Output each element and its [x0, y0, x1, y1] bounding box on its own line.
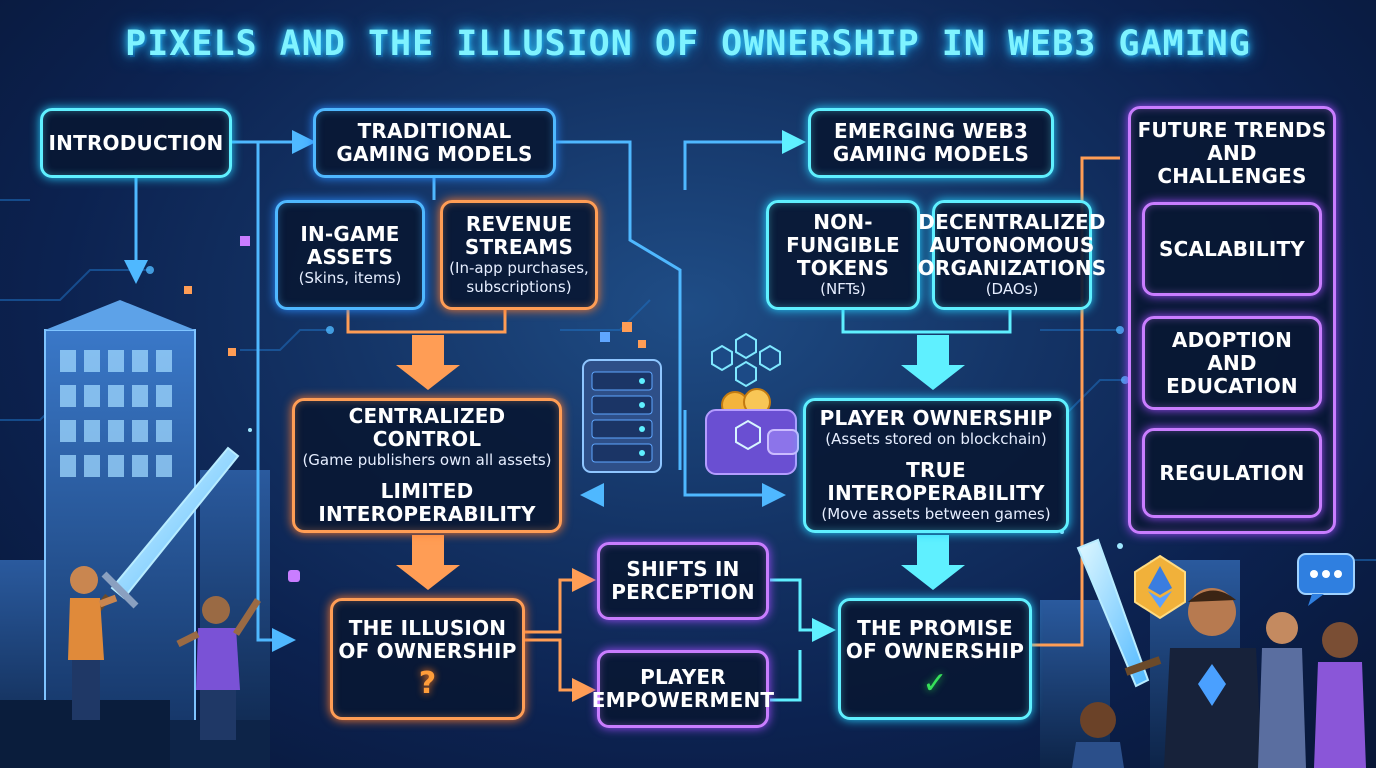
node-subtitle: (Assets stored on blockchain) [825, 430, 1046, 449]
node-title: PLAYER EMPOWERMENT [592, 666, 775, 712]
node-scalability: SCALABILITY [1142, 202, 1322, 296]
infographic-title: PIXELS AND THE ILLUSION OF OWNERSHIP IN … [0, 24, 1376, 64]
node-subtitle: (Game publishers own all assets) [302, 451, 551, 470]
node-title: THE PROMISE OF OWNERSHIP [846, 617, 1024, 663]
node-introduction: INTRODUCTION [40, 108, 232, 178]
question-mark-icon: ? [419, 667, 436, 701]
node-player-ownership: PLAYER OWNERSHIP (Assets stored on block… [803, 398, 1069, 533]
node-title: TRADITIONAL GAMING MODELS [336, 120, 532, 166]
node-title: FUTURE TRENDS AND CHALLENGES [1131, 119, 1333, 188]
node-centralized-control: CENTRALIZED CONTROL (Game publishers own… [292, 398, 562, 533]
node-shifts-in-perception: SHIFTS IN PERCEPTION [597, 542, 769, 620]
node-regulation: REGULATION [1142, 428, 1322, 518]
node-emerging-web3-gaming-models: EMERGING WEB3 GAMING MODELS [808, 108, 1054, 178]
node-illusion-of-ownership: THE ILLUSION OF OWNERSHIP ? [330, 598, 525, 720]
node-title: DECENTRALIZED AUTONOMOUS ORGANIZATIONS [918, 211, 1107, 280]
node-in-game-assets: IN-GAME ASSETS (Skins, items) [275, 200, 425, 310]
node-subtitle-secondary: (Move assets between games) [821, 505, 1050, 524]
node-adoption-and-education: ADOPTION AND EDUCATION [1142, 316, 1322, 410]
node-subtitle: (NFTs) [820, 280, 866, 299]
blockchain-cubes-icon [712, 334, 780, 386]
node-subtitle: (DAOs) [986, 280, 1039, 299]
node-non-fungible-tokens: NON-FUNGIBLE TOKENS (NFTs) [766, 200, 920, 310]
node-title: CENTRALIZED CONTROL [295, 405, 559, 451]
node-player-empowerment: PLAYER EMPOWERMENT [597, 650, 769, 728]
node-subtitle: (Skins, items) [299, 269, 402, 288]
node-title: ADOPTION AND EDUCATION [1145, 329, 1319, 398]
node-title: IN-GAME ASSETS [300, 223, 399, 269]
checkmark-icon: ✓ [922, 667, 947, 701]
node-traditional-gaming-models: TRADITIONAL GAMING MODELS [313, 108, 556, 178]
node-promise-of-ownership: THE PROMISE OF OWNERSHIP ✓ [838, 598, 1032, 720]
node-title: THE ILLUSION OF OWNERSHIP [338, 617, 516, 663]
node-title: INTRODUCTION [49, 132, 224, 155]
node-title: NON-FUNGIBLE TOKENS [769, 211, 917, 280]
server-icon [583, 322, 661, 472]
wallet-icon [706, 389, 798, 474]
node-title-secondary: LIMITED INTEROPERABILITY [318, 480, 535, 526]
chat-bubble-icon [1298, 554, 1354, 606]
node-title-secondary: TRUE INTEROPERABILITY [806, 459, 1066, 505]
node-subtitle: (In-app purchases, subscriptions) [449, 259, 589, 297]
node-title: REVENUE STREAMS [465, 213, 573, 259]
node-revenue-streams: REVENUE STREAMS (In-app purchases, subsc… [440, 200, 598, 310]
node-title: SCALABILITY [1159, 238, 1305, 261]
node-title: REGULATION [1159, 462, 1304, 485]
node-title: EMERGING WEB3 GAMING MODELS [833, 120, 1029, 166]
node-title: SHIFTS IN PERCEPTION [611, 558, 755, 604]
node-daos: DECENTRALIZED AUTONOMOUS ORGANIZATIONS (… [932, 200, 1092, 310]
node-title: PLAYER OWNERSHIP [820, 407, 1053, 430]
